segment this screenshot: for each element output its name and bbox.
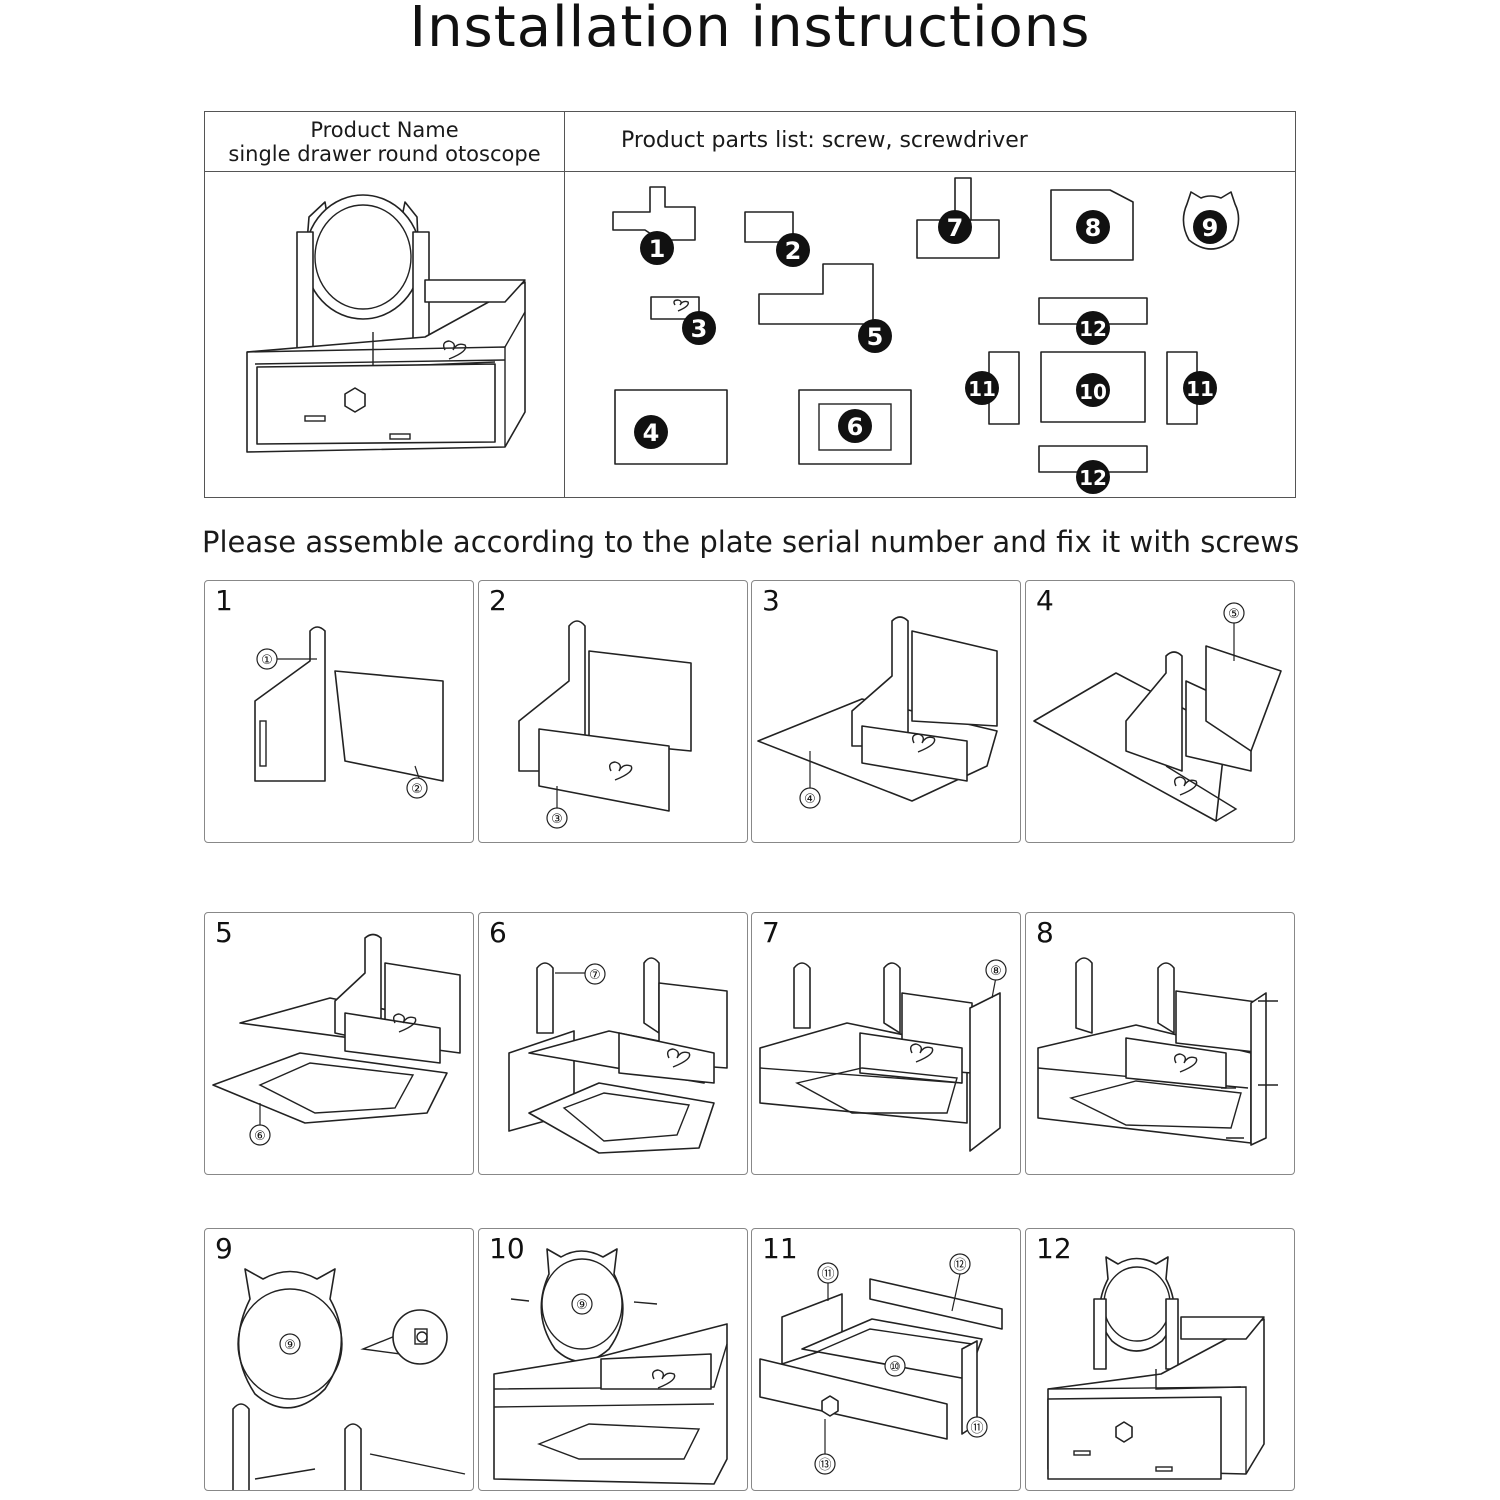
assembly-step: 4 ⑤	[1025, 580, 1295, 843]
step-number: 8	[1036, 916, 1054, 949]
step-number: 11	[762, 1232, 798, 1265]
assembly-step: 1 ① ②	[204, 580, 474, 843]
assembly-step: 9 ⑨	[204, 1228, 474, 1491]
product-info-table: Product Name single drawer round otoscop…	[204, 111, 1296, 498]
svg-text:⑪: ⑪	[970, 1421, 983, 1436]
part-1-shape	[612, 186, 696, 241]
page-title: Installation instructions	[409, 0, 1091, 60]
part-badge: 12	[1076, 311, 1110, 345]
svg-text:7: 7	[947, 214, 964, 242]
svg-text:③: ③	[551, 812, 563, 827]
assembly-step: 6 ⑦	[478, 912, 748, 1175]
svg-text:⑤: ⑤	[1228, 607, 1240, 622]
step-number: 2	[489, 584, 507, 617]
step-number: 7	[762, 916, 780, 949]
part-badge: 3	[682, 311, 716, 345]
svg-text:10: 10	[1079, 380, 1107, 404]
parts-list-cell: Product parts list: screw, screwdriver	[565, 112, 1295, 172]
svg-text:⑩: ⑩	[889, 1360, 901, 1375]
part-badge: 12	[1076, 460, 1110, 494]
heart-cutout	[442, 340, 467, 360]
part-badge: 8	[1076, 210, 1110, 244]
svg-text:1: 1	[649, 235, 666, 263]
product-name-value: single drawer round otoscope	[228, 142, 541, 166]
svg-text:⑫: ⑫	[953, 1258, 966, 1273]
side-panel-illustration	[254, 626, 326, 782]
product-name-cell: Product Name single drawer round otoscop…	[205, 112, 565, 172]
assembly-step: 3 ④	[751, 580, 1021, 843]
svg-text:④: ④	[804, 792, 816, 807]
part-badge: 1	[640, 231, 674, 265]
assembly-step: 5 ⑥	[204, 912, 474, 1175]
zoom-detail	[392, 1309, 448, 1365]
svg-text:②: ②	[411, 782, 423, 797]
part-badge: 6	[838, 409, 872, 443]
step-number: 1	[215, 584, 233, 617]
assembly-step: 11 ⑪ ⑫ ⑩ ⑪ ⑬	[751, 1228, 1021, 1491]
svg-text:⑦: ⑦	[589, 968, 601, 983]
part-badge: 4	[634, 415, 668, 449]
assembly-step: 8	[1025, 912, 1295, 1175]
svg-text:⑪: ⑪	[821, 1267, 834, 1282]
svg-text:3: 3	[691, 315, 708, 343]
assembly-instruction-text: Please assemble according to the plate s…	[202, 525, 1300, 559]
step-number: 9	[215, 1232, 233, 1265]
assembled-product-illustration	[205, 172, 565, 497]
part-badge: 9	[1193, 210, 1227, 244]
parts-diagram: 1 2 3 4 5 6 7 8 9 10 11 11 12 12	[565, 172, 1295, 497]
product-name-label: Product Name	[310, 118, 459, 142]
part-badge: 5	[858, 319, 892, 353]
svg-text:⑨: ⑨	[576, 1298, 588, 1313]
svg-text:5: 5	[867, 323, 884, 351]
part-badge: 10	[1076, 373, 1110, 407]
mirror-frame	[304, 194, 422, 320]
svg-text:12: 12	[1079, 317, 1107, 341]
drawer-front	[256, 363, 496, 445]
svg-text:9: 9	[1202, 214, 1219, 242]
svg-text:⑧: ⑧	[990, 964, 1002, 979]
svg-text:4: 4	[643, 419, 660, 447]
part-badge: 11	[965, 371, 999, 405]
svg-text:11: 11	[968, 377, 996, 401]
svg-text:①: ①	[261, 653, 273, 668]
assembly-step: 7 ⑧	[751, 912, 1021, 1175]
step-number: 4	[1036, 584, 1054, 617]
svg-text:8: 8	[1085, 214, 1102, 242]
svg-text:⑬: ⑬	[818, 1458, 831, 1473]
part-badge: 11	[1183, 371, 1217, 405]
assembly-step: 10 ⑨	[478, 1228, 748, 1491]
part-badge: 7	[938, 210, 972, 244]
assembly-step: 2 ③	[478, 580, 748, 843]
step-number: 3	[762, 584, 780, 617]
part-badge: 2	[776, 233, 810, 267]
svg-text:2: 2	[785, 237, 802, 265]
svg-text:6: 6	[847, 413, 864, 441]
svg-text:12: 12	[1079, 466, 1107, 490]
assembly-step: 12	[1025, 1228, 1295, 1491]
step-number: 12	[1036, 1232, 1072, 1265]
step-number: 10	[489, 1232, 525, 1265]
svg-text:⑨: ⑨	[284, 1338, 296, 1353]
svg-text:11: 11	[1186, 377, 1214, 401]
step-number: 6	[489, 916, 507, 949]
drawer-knob	[344, 387, 366, 413]
svg-text:⑥: ⑥	[254, 1129, 266, 1144]
step-number: 5	[215, 916, 233, 949]
